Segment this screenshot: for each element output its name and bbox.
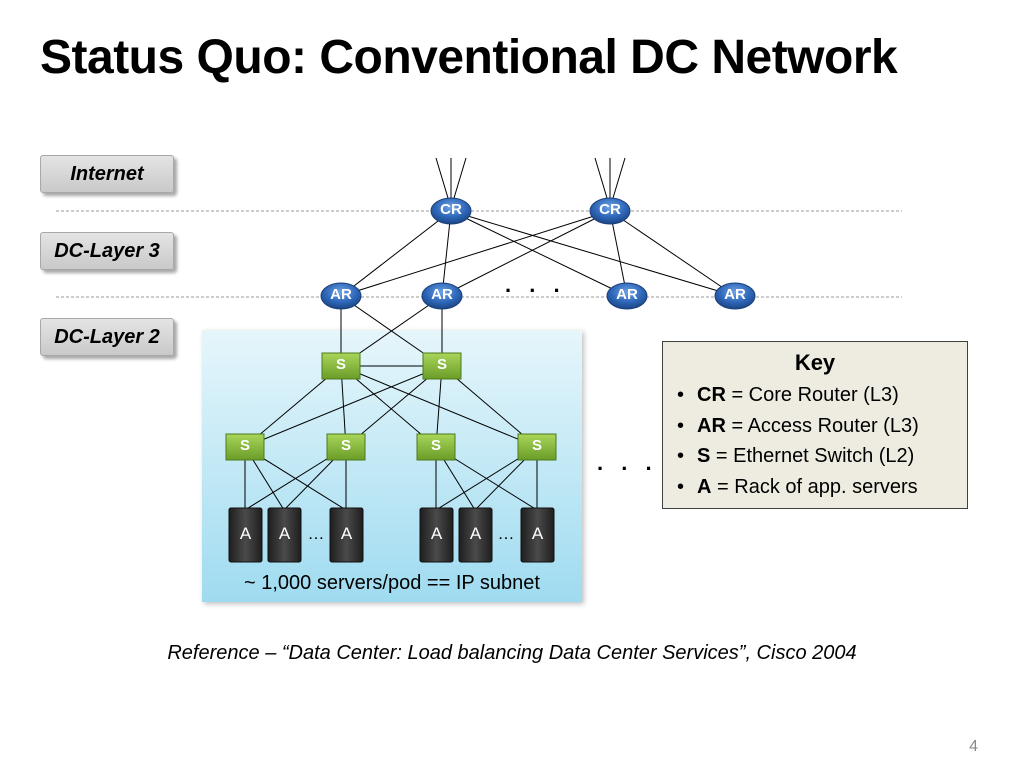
- pod-caption: ~ 1,000 servers/pod == IP subnet: [244, 572, 540, 594]
- tor-switch-2: [326, 433, 366, 461]
- tor-switch-3-label: S: [430, 437, 441, 454]
- access-router-2: [421, 282, 463, 310]
- access-router-3-label: AR: [616, 286, 638, 303]
- tor-rack-links: [244, 446, 538, 511]
- core-router-1: [430, 197, 472, 225]
- tor-switch-1: [225, 433, 265, 461]
- server-rack-3-label: A: [340, 524, 353, 543]
- key-item-cr: •CR = Core Router (L3): [677, 384, 899, 406]
- page-number: 4: [969, 738, 978, 755]
- server-rack-2-label: A: [278, 524, 291, 543]
- key-term-ar: AR: [697, 414, 726, 437]
- layer-label-dc-layer3: DC-Layer 3: [40, 232, 174, 270]
- server-rack-5: [458, 507, 493, 563]
- ar-ellipsis: . . .: [505, 272, 566, 297]
- tor-switch-2-label: S: [340, 437, 351, 454]
- server-rack-6: [520, 507, 555, 563]
- layer-label-dc-layer2: DC-Layer 2: [40, 318, 174, 356]
- agg-switch-1: [321, 352, 361, 380]
- core-router-2: [589, 197, 631, 225]
- access-router-1: [320, 282, 362, 310]
- key-term-s: S: [697, 445, 711, 467]
- access-router-4-label: AR: [724, 286, 746, 303]
- key-term-a: A: [697, 475, 712, 498]
- key-term-cr: CR: [697, 384, 726, 406]
- server-rack-1-label: A: [239, 524, 252, 543]
- server-rack-6-label: A: [531, 524, 544, 543]
- reference-citation: Reference – “Data Center: Load balancing…: [167, 642, 857, 664]
- key-item-s: •S = Ethernet Switch (L2): [677, 445, 915, 467]
- key-list: •CR = Core Router (L3) •AR = Access Rout…: [677, 380, 967, 502]
- access-router-1-label: AR: [330, 286, 352, 303]
- rack-ellipsis-left: …: [307, 524, 325, 543]
- pod-ellipsis: . . .: [597, 450, 658, 475]
- agg-switch-2: [422, 352, 462, 380]
- server-rack-5-label: A: [469, 524, 482, 543]
- tor-switch-4-label: S: [531, 437, 542, 454]
- key-item-a: •A = Rack of app. servers: [677, 475, 918, 498]
- access-router-2-label: AR: [431, 286, 453, 303]
- tor-switch-1-label: S: [239, 437, 250, 454]
- rack-ellipsis-right: …: [497, 524, 515, 543]
- agg-switch-1-label: S: [335, 356, 346, 373]
- server-rack-3: [329, 507, 364, 563]
- key-item-ar: •AR = Access Router (L3): [677, 414, 919, 437]
- key-desc-cr: = Core Router (L3): [725, 384, 899, 406]
- server-rack-4: [419, 507, 454, 563]
- server-rack-2: [267, 507, 302, 563]
- key-desc-ar: = Access Router (L3): [725, 414, 919, 437]
- core-router-1-label: CR: [440, 201, 462, 218]
- page-title: Status Quo: Conventional DC Network: [40, 31, 898, 84]
- switch-tor-links: [244, 365, 538, 448]
- key-desc-s: = Ethernet Switch (L2): [710, 445, 915, 467]
- key-title: Key: [794, 350, 836, 375]
- key-box: Key •CR = Core Router (L3) •AR = Access …: [662, 341, 968, 509]
- tor-switch-3: [416, 433, 456, 461]
- access-router-4: [714, 282, 756, 310]
- core-router-2-label: CR: [599, 201, 621, 218]
- server-rack-4-label: A: [430, 524, 443, 543]
- layer-label-internet: Internet: [40, 155, 174, 193]
- server-rack-1: [228, 507, 263, 563]
- tor-switch-4: [517, 433, 557, 461]
- cr-ar-links: [340, 210, 736, 297]
- agg-switch-2-label: S: [436, 356, 447, 373]
- access-router-3: [606, 282, 648, 310]
- key-desc-a: = Rack of app. servers: [711, 475, 918, 498]
